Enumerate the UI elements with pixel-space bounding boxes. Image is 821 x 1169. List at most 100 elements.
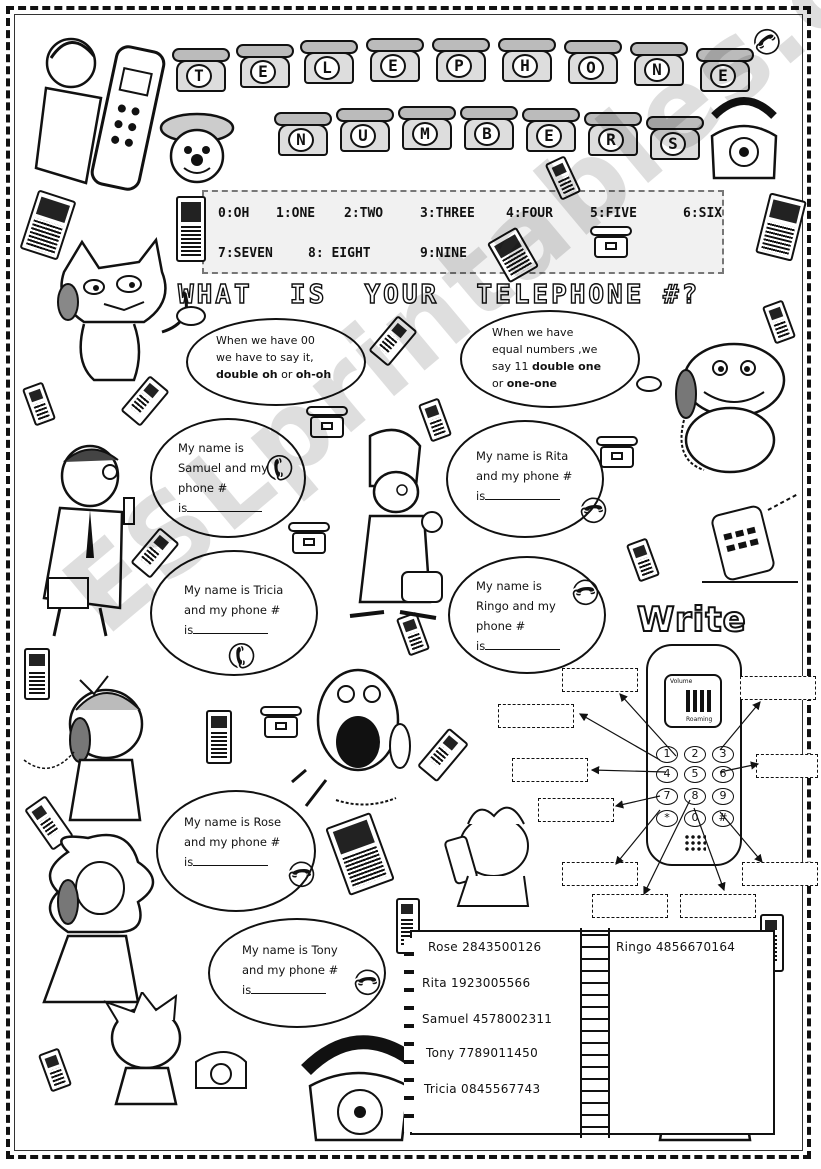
- phone-directory-notebook: [404, 928, 775, 1138]
- bubble-answer-line: is: [476, 636, 561, 656]
- bubble-line: Ringo and my: [476, 599, 556, 613]
- bubble-answer-line: is: [184, 852, 281, 872]
- phone-number-blank[interactable]: [193, 853, 269, 866]
- title-letter: O: [578, 56, 604, 80]
- title-letter: M: [412, 122, 438, 146]
- woman-on-phone-illustration: [349, 428, 443, 620]
- answer-box-2[interactable]: [740, 676, 816, 700]
- bubble-line: phone #: [476, 619, 526, 633]
- title-letter: N: [288, 128, 314, 152]
- tip-line: When we have: [492, 326, 574, 339]
- tip-bold: double oh: [216, 368, 278, 381]
- tip-text: say 11: [492, 360, 532, 373]
- headline-question: WHAT IS YOUR TELEPHONE #?: [177, 279, 701, 310]
- bubble-line: and my phone #: [242, 963, 339, 977]
- clown-telephone-illustration: [159, 112, 235, 184]
- bubble-line: My name is Tricia: [184, 583, 284, 597]
- notebook-binding-left: [404, 938, 414, 1132]
- bubble-is-label: is: [476, 489, 486, 503]
- phone-number-blank[interactable]: [485, 487, 561, 500]
- directory-entry: Samuel 4578002311: [422, 1012, 553, 1026]
- answer-box-1[interactable]: [562, 668, 638, 692]
- number-word: 7:SEVEN: [218, 246, 273, 261]
- answer-box-4[interactable]: [512, 758, 588, 782]
- answer-box-5[interactable]: [756, 754, 818, 778]
- bubble-line: and my phone #: [184, 603, 281, 617]
- mobile-phone-icon: [396, 898, 420, 954]
- tip-line: say 11 double one: [492, 358, 601, 375]
- answer-box-10[interactable]: [680, 894, 756, 918]
- tip-bold: oh-oh: [295, 368, 332, 381]
- bubble-line: My name is: [476, 579, 542, 593]
- title-letter: N: [644, 58, 670, 82]
- speech-bubble-tricia: My name is Tricia and my phone # is: [150, 550, 318, 676]
- keypad-key[interactable]: 2: [684, 746, 706, 763]
- phone-number-blank[interactable]: [193, 621, 269, 634]
- answer-box-8[interactable]: [742, 862, 818, 886]
- number-word: 2:TWO: [344, 206, 384, 221]
- number-word: 5:FIVE: [590, 206, 637, 221]
- title-letter: L: [314, 56, 340, 80]
- bubble-line: and my phone #: [476, 469, 573, 483]
- answer-box-3[interactable]: [498, 704, 574, 728]
- big-rotary-phone-illustration: [301, 1035, 417, 1142]
- screen-roaming-label: Roaming: [686, 716, 713, 723]
- desk-phone-icon: [596, 436, 638, 468]
- write-heading: Write: [636, 599, 747, 641]
- bubble-is-label: is: [476, 639, 486, 653]
- bubble-is-label: is: [184, 855, 194, 869]
- big-cellphone: Volume Roaming 1 2 3 4 5 6 7 8 9 * 0 #: [646, 644, 742, 866]
- keypad-key[interactable]: *: [656, 810, 678, 827]
- speech-bubble-rita: My name is Rita and my phone # is: [446, 420, 604, 538]
- desk-phone-icon: [288, 522, 330, 554]
- answer-box-7[interactable]: [562, 862, 638, 886]
- tip-cloud-double-oh: When we have 00 we have to say it, doubl…: [186, 318, 366, 406]
- bubble-line: My name is Rose: [184, 815, 282, 829]
- title-letter: E: [250, 60, 276, 84]
- tip-bold: one-one: [506, 377, 558, 390]
- tip-line: equal numbers ,we: [492, 343, 598, 356]
- number-word: 0:OH: [218, 206, 250, 221]
- dog-on-phone-illustration: [675, 342, 786, 474]
- phone-number-blank[interactable]: [485, 637, 561, 650]
- keypad-key[interactable]: 5: [684, 766, 706, 783]
- tip-text: or: [277, 368, 296, 381]
- title-letter: H: [512, 54, 538, 78]
- signal-bars-icon: [686, 690, 712, 712]
- directory-entry: Rose 2843500126: [428, 940, 542, 954]
- screaming-man-illustration: [291, 668, 411, 807]
- pointer-arrows: [578, 693, 763, 896]
- bubble-line: Samuel and my: [178, 461, 269, 475]
- number-word: 8: EIGHT: [308, 246, 371, 261]
- title-numbers: N U M B E R S: [274, 104, 714, 162]
- bubble-is-label: is: [178, 501, 188, 515]
- keypad-key[interactable]: 9: [712, 788, 734, 805]
- bubble-line: phone #: [178, 481, 228, 495]
- directory-entry: Ringo 4856670164: [616, 940, 736, 954]
- number-word: 6:SIX: [683, 206, 723, 221]
- phone-number-blank[interactable]: [187, 499, 263, 512]
- title-letter: T: [186, 64, 212, 88]
- speech-bubble-tony: My name is Tony and my phone # is: [208, 918, 386, 1028]
- title-letter: S: [660, 132, 686, 156]
- speech-bubble-rose: My name is Rose and my phone # is: [156, 790, 316, 912]
- bubble-line: and my phone #: [184, 835, 281, 849]
- bubble-answer-line: is: [242, 980, 338, 1000]
- tip-line: or one-one: [492, 375, 601, 392]
- boy-dialing-phone-illustration: [103, 992, 247, 1106]
- phone-number-blank[interactable]: [251, 981, 327, 994]
- mobile-phone-icon: [206, 710, 232, 764]
- bubble-is-label: is: [184, 623, 194, 637]
- tip-line: we have to say it,: [216, 351, 314, 364]
- answer-box-9[interactable]: [592, 894, 668, 918]
- title-telephone: T E L E P H O N E: [172, 36, 762, 96]
- keypad-key[interactable]: 4: [656, 766, 678, 783]
- title-letter: R: [598, 128, 624, 152]
- cat-on-phone-illustration: [57, 237, 188, 382]
- bubble-is-label: is: [242, 983, 252, 997]
- page-border: [6, 6, 811, 1159]
- businessman-on-phone-illustration: [42, 444, 135, 637]
- bubble-answer-line: is: [184, 620, 283, 640]
- answer-box-6[interactable]: [538, 798, 614, 822]
- speech-bubble-ringo: My name is Ringo and my phone # is: [448, 556, 606, 674]
